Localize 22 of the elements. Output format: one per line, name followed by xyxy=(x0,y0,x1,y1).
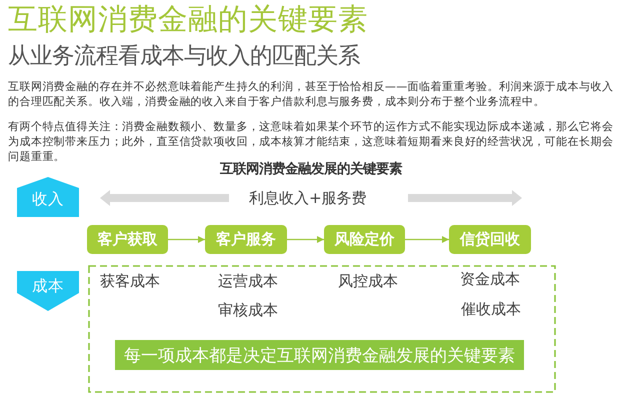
cost-label: 催收成本 xyxy=(461,299,521,319)
paragraph: 互联网消费金融的存在并不必然意味着能产生持久的利润，甚至于恰恰相反——面临着重重考验。利润来源于成本与收入的合理匹配关系。收入端，消费金融的收入来自于客户借款利息与服务费，成本则分布于整个业务流程中。 xyxy=(8,79,614,109)
section-tag: 成本 xyxy=(17,271,79,311)
process-box: 信贷回收 xyxy=(449,225,531,254)
cost-label: 获客成本 xyxy=(100,271,160,291)
subtitle: 从业务流程看成本与收入的匹配关系 xyxy=(8,42,360,71)
cost-label: 资金成本 xyxy=(460,269,520,289)
process-box: 风险定价 xyxy=(324,225,405,254)
diagram-heading: 互联网消费金融发展的关键要素 xyxy=(220,161,402,179)
title: 互联网消费金融的关键要素 xyxy=(8,2,368,37)
cost-label: 运营成本 xyxy=(218,271,278,291)
highlight-banner: 每一项成本都是决定互联网消费金融发展的关键要素 xyxy=(115,340,524,370)
section-tag: 收入 xyxy=(17,177,79,217)
process-box: 客户服务 xyxy=(205,225,287,254)
process-box: 客户获取 xyxy=(87,225,168,254)
arrow-label: 利息收入+服务费 xyxy=(249,188,367,209)
arrow xyxy=(287,236,324,243)
arrow xyxy=(405,236,449,243)
cost-label: 风控成本 xyxy=(338,271,398,291)
cost-label: 审核成本 xyxy=(218,300,278,320)
arrow xyxy=(168,236,205,243)
dashed-frame xyxy=(88,265,556,393)
